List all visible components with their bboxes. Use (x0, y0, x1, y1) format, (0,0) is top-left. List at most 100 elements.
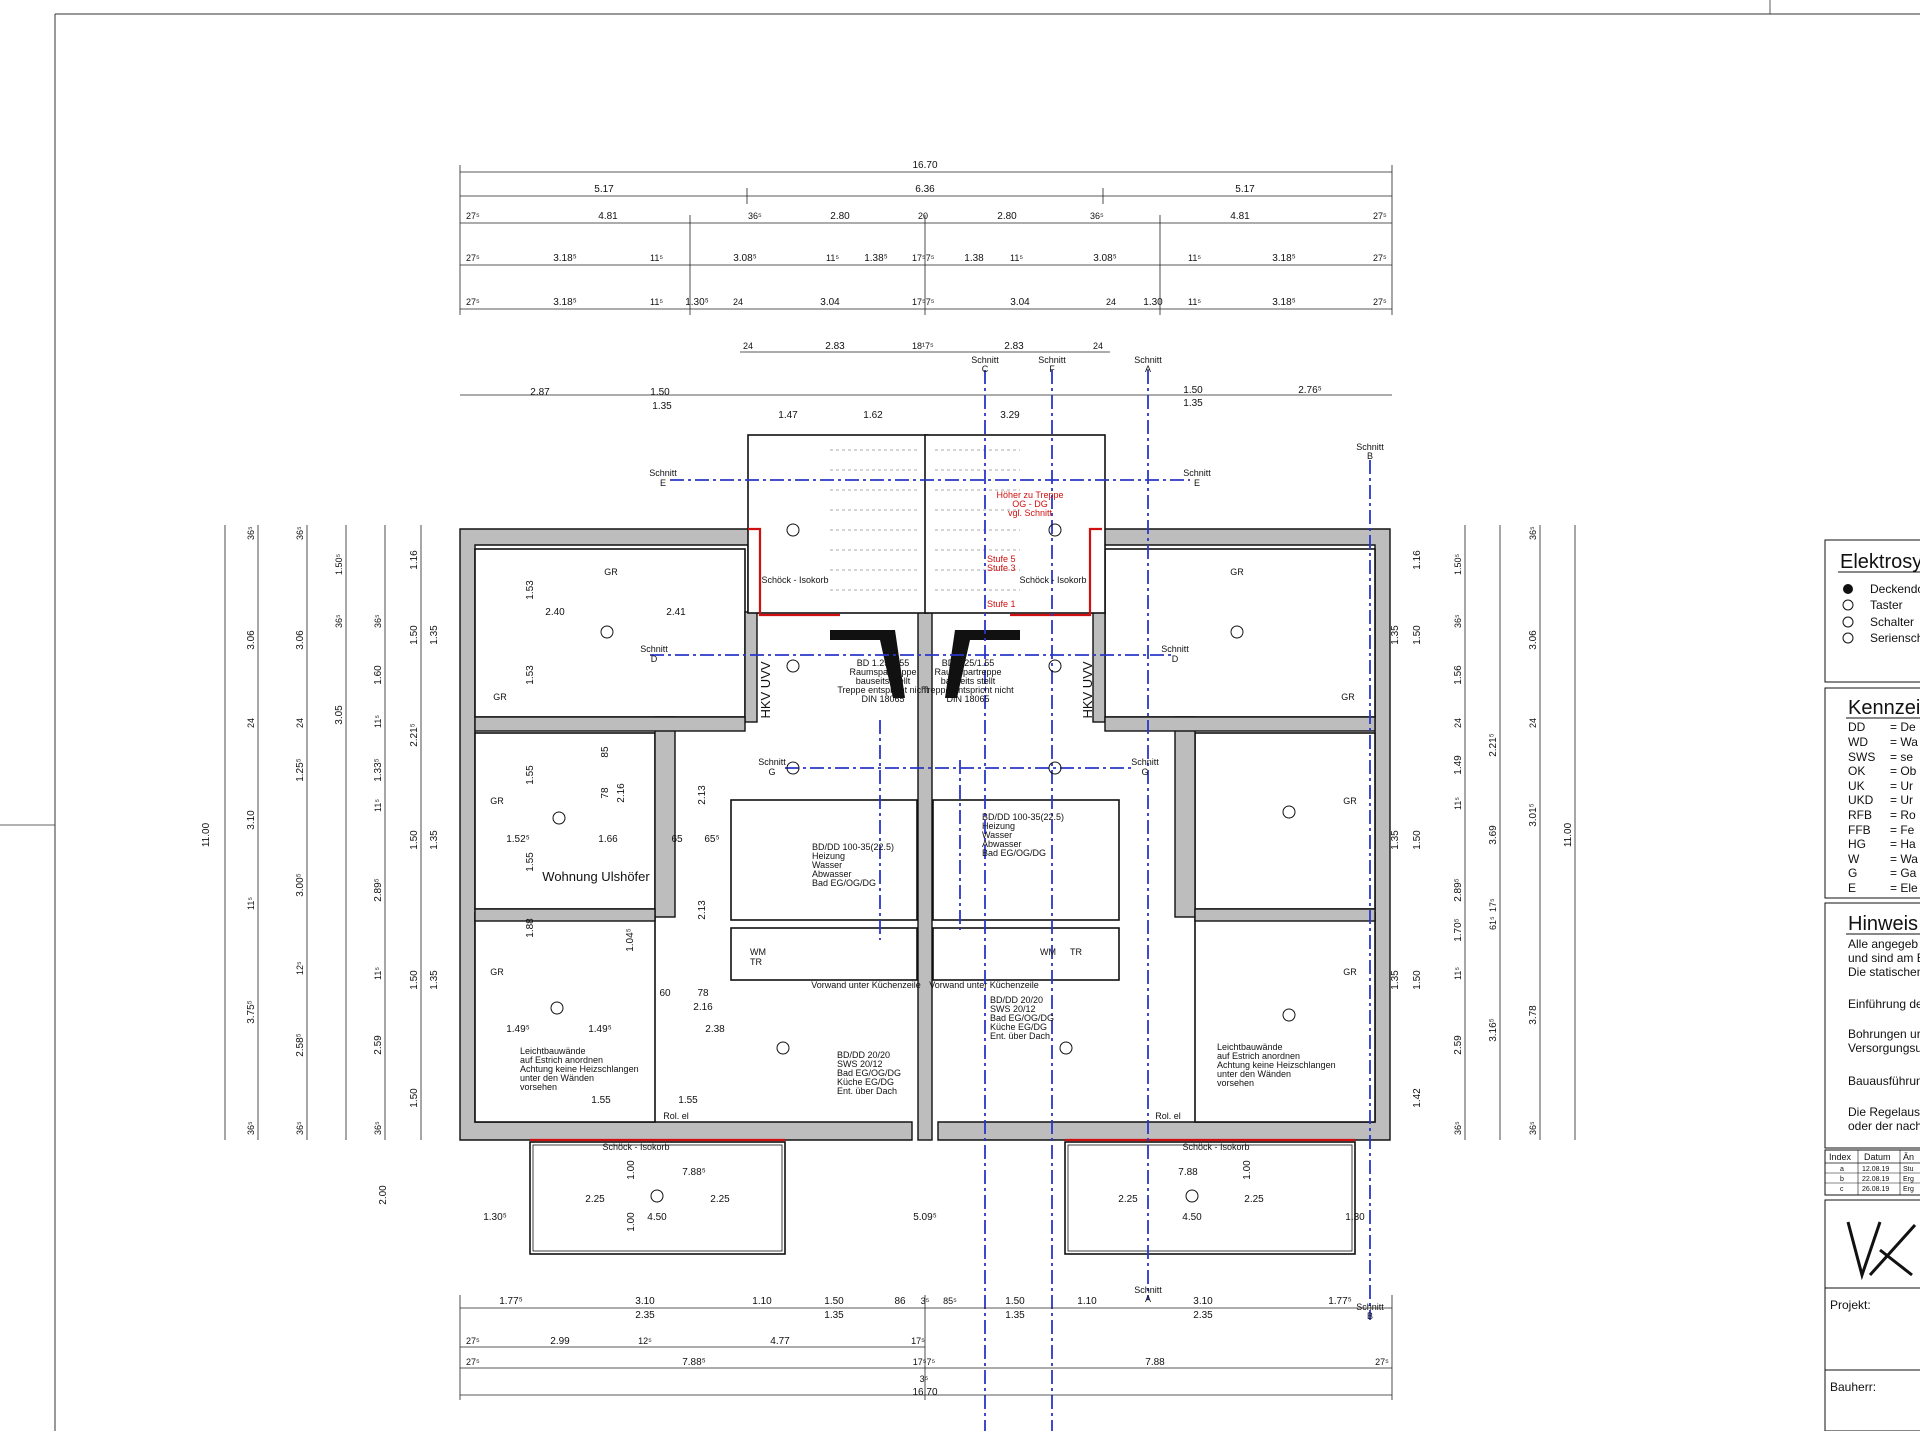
svg-text:4.50: 4.50 (647, 1212, 667, 1223)
svg-text:1.16: 1.16 (409, 550, 420, 570)
balcony-light-right-icon (1185, 1189, 1199, 1203)
svg-text:61⁵: 61⁵ (1488, 916, 1498, 930)
svg-text:11⁵: 11⁵ (650, 297, 663, 307)
svg-text:Höher zu Treppe: Höher zu Treppe (996, 490, 1063, 500)
svg-text:1.38: 1.38 (964, 253, 984, 264)
svg-text:bauseits stellt: bauseits stellt (941, 676, 996, 686)
svg-text:Ent. über Dach: Ent. über Dach (990, 1031, 1050, 1041)
svg-text:36⁵: 36⁵ (1453, 614, 1463, 628)
svg-text:12⁵: 12⁵ (295, 961, 305, 975)
svg-text:27⁵: 27⁵ (466, 211, 480, 221)
svg-text:unter den Wänden: unter den Wänden (520, 1073, 594, 1083)
svg-text:Die Regelaus: Die Regelaus (1848, 1105, 1920, 1119)
svg-text:= Wa: = Wa (1890, 735, 1918, 749)
switch-icon (1842, 616, 1854, 628)
svg-text:WD: WD (1848, 735, 1868, 749)
svg-text:36⁵: 36⁵ (295, 1121, 305, 1135)
svg-text:SWS 20/12: SWS 20/12 (990, 1004, 1036, 1014)
svg-text:Die statischen: Die statischen (1848, 965, 1920, 979)
svg-text:3.04: 3.04 (1010, 297, 1030, 308)
revision-table: Index Datum Än a 12.08.19 Stu b 22.08.19… (1824, 1149, 1920, 1196)
svg-text:SWS 20/12: SWS 20/12 (837, 1059, 883, 1069)
svg-text:= Ele: = Ele (1890, 881, 1918, 895)
svg-text:B: B (1367, 451, 1373, 461)
svg-text:2.59: 2.59 (1453, 1035, 1464, 1055)
balconies: Schöck - Isokorb Schöck - Isokorb 7.88⁵ … (378, 1141, 1365, 1255)
svg-text:= De: = De (1890, 720, 1916, 734)
svg-text:36⁵: 36⁵ (373, 1121, 383, 1135)
svg-text:36⁵: 36⁵ (295, 526, 305, 540)
svg-text:3.29: 3.29 (1000, 410, 1020, 421)
svg-text:1.50: 1.50 (409, 625, 420, 645)
svg-text:GR: GR (1343, 796, 1357, 806)
svg-text:Leichtbauwände: Leichtbauwände (1217, 1042, 1283, 1052)
svg-text:36⁵: 36⁵ (246, 1121, 256, 1135)
svg-text:oder der nach: oder der nach (1848, 1119, 1920, 1133)
svg-text:12.08.19: 12.08.19 (1862, 1166, 1889, 1173)
svg-text:27⁵: 27⁵ (466, 1336, 480, 1346)
svg-text:unter den Wänden: unter den Wänden (1217, 1069, 1291, 1079)
svg-text:TR: TR (1070, 947, 1082, 957)
svg-text:Deckendo: Deckendo (1870, 582, 1920, 596)
svg-text:27⁵: 27⁵ (1373, 211, 1387, 221)
svg-text:1.35: 1.35 (1390, 625, 1401, 645)
svg-text:36⁵: 36⁵ (1453, 1121, 1463, 1135)
ceiling-light-icon (550, 1001, 564, 1015)
svg-text:Stufe 3: Stufe 3 (987, 563, 1016, 573)
svg-text:1.35: 1.35 (429, 625, 440, 645)
svg-text:Leichtbauwände: Leichtbauwände (520, 1046, 586, 1056)
svg-text:3.04: 3.04 (820, 297, 840, 308)
svg-text:26.08.19: 26.08.19 (1862, 1186, 1889, 1193)
svg-text:1.49⁵: 1.49⁵ (506, 1024, 530, 1035)
svg-text:Rol. el: Rol. el (1155, 1111, 1181, 1121)
svg-text:1.55: 1.55 (525, 852, 536, 872)
svg-text:Bauausführun: Bauausführun (1848, 1074, 1920, 1088)
svg-text:65⁵: 65⁵ (704, 834, 719, 845)
svg-text:11⁵: 11⁵ (373, 967, 383, 980)
svg-text:2.25: 2.25 (585, 1194, 605, 1205)
svg-text:2.58⁵: 2.58⁵ (295, 1033, 306, 1057)
svg-text:= Ha: = Ha (1890, 837, 1916, 851)
svg-text:= Wa: = Wa (1890, 852, 1918, 866)
svg-text:Vorwand unter Küchenzeile: Vorwand unter Küchenzeile (811, 980, 921, 990)
svg-text:85: 85 (600, 746, 611, 758)
svg-text:5.09⁵: 5.09⁵ (913, 1212, 937, 1223)
svg-text:36⁵: 36⁵ (373, 614, 383, 628)
svg-text:Rol. el: Rol. el (663, 1111, 689, 1121)
svg-text:27⁵: 27⁵ (1375, 1357, 1389, 1367)
svg-text:78: 78 (697, 988, 709, 999)
svg-text:Versorgungsu: Versorgungsu (1848, 1041, 1920, 1055)
svg-text:A: A (1145, 1294, 1151, 1304)
svg-text:17⁵7⁵: 17⁵7⁵ (912, 253, 935, 263)
svg-text:1.00: 1.00 (1242, 1160, 1253, 1180)
ceiling-light-icon (1048, 761, 1062, 775)
svg-text:B: B (1367, 1311, 1373, 1321)
svg-text:78: 78 (600, 787, 611, 799)
svg-text:1.35: 1.35 (824, 1310, 844, 1321)
svg-text:18¹7⁵: 18¹7⁵ (912, 341, 934, 351)
svg-text:3.10: 3.10 (635, 1296, 655, 1307)
svg-text:E: E (660, 478, 666, 488)
svg-text:1.77⁵: 1.77⁵ (499, 1296, 523, 1307)
dim-total-top: 16.70 (912, 160, 937, 171)
svg-text:W: W (1848, 852, 1860, 866)
svg-text:1.25⁵: 1.25⁵ (295, 758, 306, 782)
svg-text:1.50⁵: 1.50⁵ (334, 553, 344, 575)
svg-text:GR: GR (1343, 967, 1357, 977)
svg-text:3.18⁵: 3.18⁵ (1272, 297, 1296, 308)
svg-text:Schnitt: Schnitt (971, 355, 999, 365)
svg-text:Schöck - Isokorb: Schöck - Isokorb (1182, 1142, 1249, 1152)
svg-text:1.50: 1.50 (409, 970, 420, 990)
svg-text:1.30⁵: 1.30⁵ (483, 1212, 507, 1223)
svg-text:3.78: 3.78 (1528, 1005, 1539, 1025)
svg-text:3.06: 3.06 (295, 630, 306, 650)
svg-text:7.88: 7.88 (1145, 1357, 1165, 1368)
svg-text:Index: Index (1829, 1152, 1852, 1162)
svg-text:1.35: 1.35 (1183, 398, 1203, 409)
svg-text:= Ob: = Ob (1890, 764, 1917, 778)
svg-text:1.66: 1.66 (598, 834, 618, 845)
ceiling-light-icon (776, 1041, 790, 1055)
svg-text:E: E (1194, 478, 1200, 488)
svg-text:Schnitt: Schnitt (1134, 355, 1162, 365)
svg-text:GR: GR (1341, 692, 1355, 702)
